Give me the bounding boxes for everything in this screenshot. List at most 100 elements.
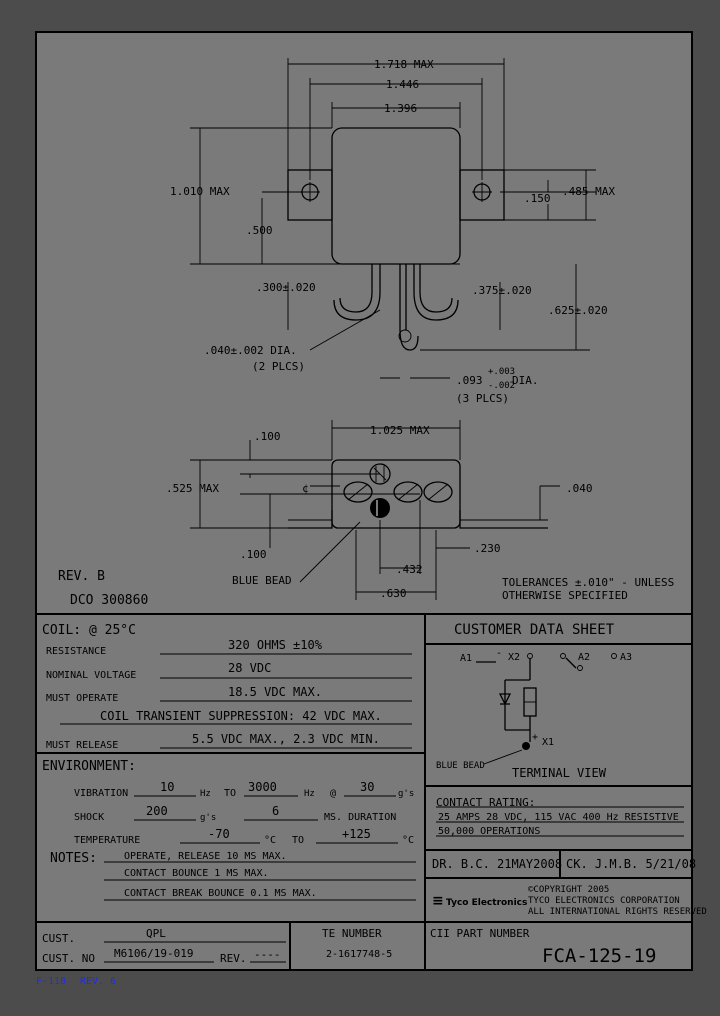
dim-term-tol-minus: -.002 [488, 381, 515, 391]
dim-term-qty: (3 PLCS) [456, 392, 509, 405]
x2-terminal [369, 463, 391, 485]
dim-bottom-height: .525 MAX [166, 482, 219, 495]
dim-wire-dia: .040±.002 DIA. [204, 344, 297, 357]
contact-rating-line-1: 25 AMPS 28 VDC, 115 VAC 400 Hz RESISTIVE [438, 812, 679, 823]
tolerance-line-1: TOLERANCES ±.010" - UNLESS [502, 576, 674, 589]
schematic-bead-label: BLUE BEAD [436, 761, 485, 771]
outer-border [35, 31, 693, 971]
form-rev: REV. 6 [80, 976, 116, 987]
copyright-line-2: TYCO ELECTRONICS CORPORATION [528, 896, 680, 906]
blue-bead-label: BLUE BEAD [232, 574, 292, 587]
note-1: OPERATE, RELEASE 10 MS MAX. [124, 851, 287, 862]
rev-value-tb: ---- [254, 948, 281, 961]
vibration-hz-2: Hz [304, 789, 315, 799]
cust-value: QPL [146, 927, 166, 940]
dim-term-length: .625±.020 [548, 304, 608, 317]
tolerance-line-2: OTHERWISE SPECIFIED [502, 589, 628, 602]
must-release-label: MUST RELEASE [46, 740, 118, 751]
shock-label: SHOCK [74, 812, 104, 823]
terminal-view-label: TERMINAL VIEW [512, 766, 607, 780]
dim-bottom-width: 1.025 MAX [370, 424, 430, 437]
coil-section: COIL: @ 25°C RESISTANCE 320 OHMS ±10% NO… [42, 623, 412, 751]
rev-label: REV. B [58, 569, 105, 584]
vibration-to: TO [224, 788, 236, 799]
vibration-label: VIBRATION [74, 788, 128, 799]
notes-section: NOTES: OPERATE, RELEASE 10 MS MAX. CONTA… [50, 851, 416, 901]
dim-foot-height: .040 [566, 482, 593, 495]
checked-by: CK. J.M.B. 5/21/08 [566, 857, 696, 871]
temperature-to: TO [292, 835, 304, 846]
dim-term-spacing: .432 [396, 563, 423, 576]
contact-rating-line-2: 50,000 OPERATIONS [438, 826, 540, 837]
shock-g-unit: g's [200, 813, 216, 823]
dim-mount-spacing: 1.446 [386, 78, 419, 91]
dim-body-width: 1.396 [384, 102, 417, 115]
svg-text:≡: ≡ [432, 893, 444, 909]
note-3: CONTACT BREAK BOUNCE 0.1 MS MAX. [124, 888, 317, 899]
mount-foot [459, 510, 548, 529]
vibration-at: @ [330, 788, 336, 799]
dim-width-max: 1.718 MAX [374, 58, 434, 71]
dim-term-left: .300±.020 [256, 281, 316, 294]
notes-title: NOTES: [50, 851, 97, 866]
nominal-voltage-label: NOMINAL VOLTAGE [46, 670, 136, 681]
resistance-value: 320 OHMS ±10% [228, 638, 323, 652]
shock-ms: 6 [272, 804, 279, 818]
note-2: CONTACT BOUNCE 1 MS MAX. [124, 868, 269, 879]
cii-part-value: FCA-125-19 [542, 945, 656, 967]
vibration-hz-1: Hz [200, 789, 211, 799]
coil-plus: + [532, 732, 538, 743]
dim-term-right: .375±.020 [472, 284, 532, 297]
terminal-x2-label: X2 [508, 652, 520, 663]
must-operate-label: MUST OPERATE [46, 693, 118, 704]
te-number-label: TE NUMBER [322, 927, 382, 940]
dim-term-tol-plus: +.003 [488, 367, 515, 377]
dim-top-offset: .100 [254, 430, 281, 443]
vibration-from: 10 [160, 780, 174, 794]
temperature-deg-2: °C [402, 835, 414, 846]
cust-no-label: CUST. NO [42, 952, 95, 965]
coil-title: COIL: @ 25°C [42, 623, 136, 638]
coil-minus: - [496, 648, 502, 659]
cust-no-value: M6106/19-019 [114, 947, 193, 960]
suppression-value: COIL TRANSIENT SUPPRESSION: 42 VDC MAX. [100, 709, 382, 723]
vibration-g-unit: g's [398, 789, 414, 799]
top-view: 1.718 MAX 1.446 1.396 1.010 MAX .500 .15… [170, 58, 615, 405]
customer-section: CUSTOMER DATA SHEET A1 - X2 A2 A3 + X1 B… [436, 622, 684, 837]
dim-wire-qty: (2 PLCS) [252, 360, 305, 373]
nominal-voltage-value: 28 VDC [228, 661, 271, 675]
terminal-a2-label: A2 [578, 652, 590, 663]
dim-bottom-offset: .100 [240, 548, 267, 561]
rev-label-tb: REV. [220, 952, 247, 965]
right-hook-terminal [419, 264, 453, 313]
tyco-logo: ≡ Tyco Electronics [432, 893, 527, 909]
resistance-label: RESISTANCE [46, 646, 106, 657]
dco-number: DCO 300860 [70, 593, 148, 608]
dim-height-max: 1.010 MAX [170, 185, 230, 198]
te-number-value: 2-1617748-5 [326, 949, 392, 960]
dim-term-span: .630 [380, 587, 407, 600]
bottom-view: .100 .525 MAX 1.025 MAX .100 .040 .230 .… [166, 420, 593, 600]
terminal-a1-label: A1 [460, 653, 472, 664]
environment-title: ENVIRONMENT: [42, 759, 136, 774]
center-terminal [399, 264, 419, 351]
shock-ms-duration: MS. DURATION [324, 812, 396, 823]
contact-rating-title: CONTACT RATING: [436, 796, 535, 809]
form-number: F-118 [36, 976, 66, 987]
vibration-to-value: 3000 [248, 780, 277, 794]
a3-terminal [423, 481, 453, 503]
temperature-to-value: +125 [342, 827, 371, 841]
dim-hole-offset: .150 [524, 192, 551, 205]
must-release-value: 5.5 VDC MAX., 2.3 VDC MIN. [192, 732, 380, 746]
temperature-deg-1: °C [264, 835, 276, 846]
a2-terminal [393, 481, 423, 503]
terminal-x1-label: X1 [542, 737, 554, 748]
dim-term-dia-suffix: DIA. [512, 374, 539, 387]
terminal-a3-label: A3 [620, 652, 632, 663]
customer-title: CUSTOMER DATA SHEET [454, 622, 615, 638]
cii-part-label: CII PART NUMBER [430, 927, 530, 940]
left-hook-terminal [339, 264, 373, 313]
a1-terminal [343, 481, 373, 503]
must-operate-value: 18.5 VDC MAX. [228, 685, 322, 699]
